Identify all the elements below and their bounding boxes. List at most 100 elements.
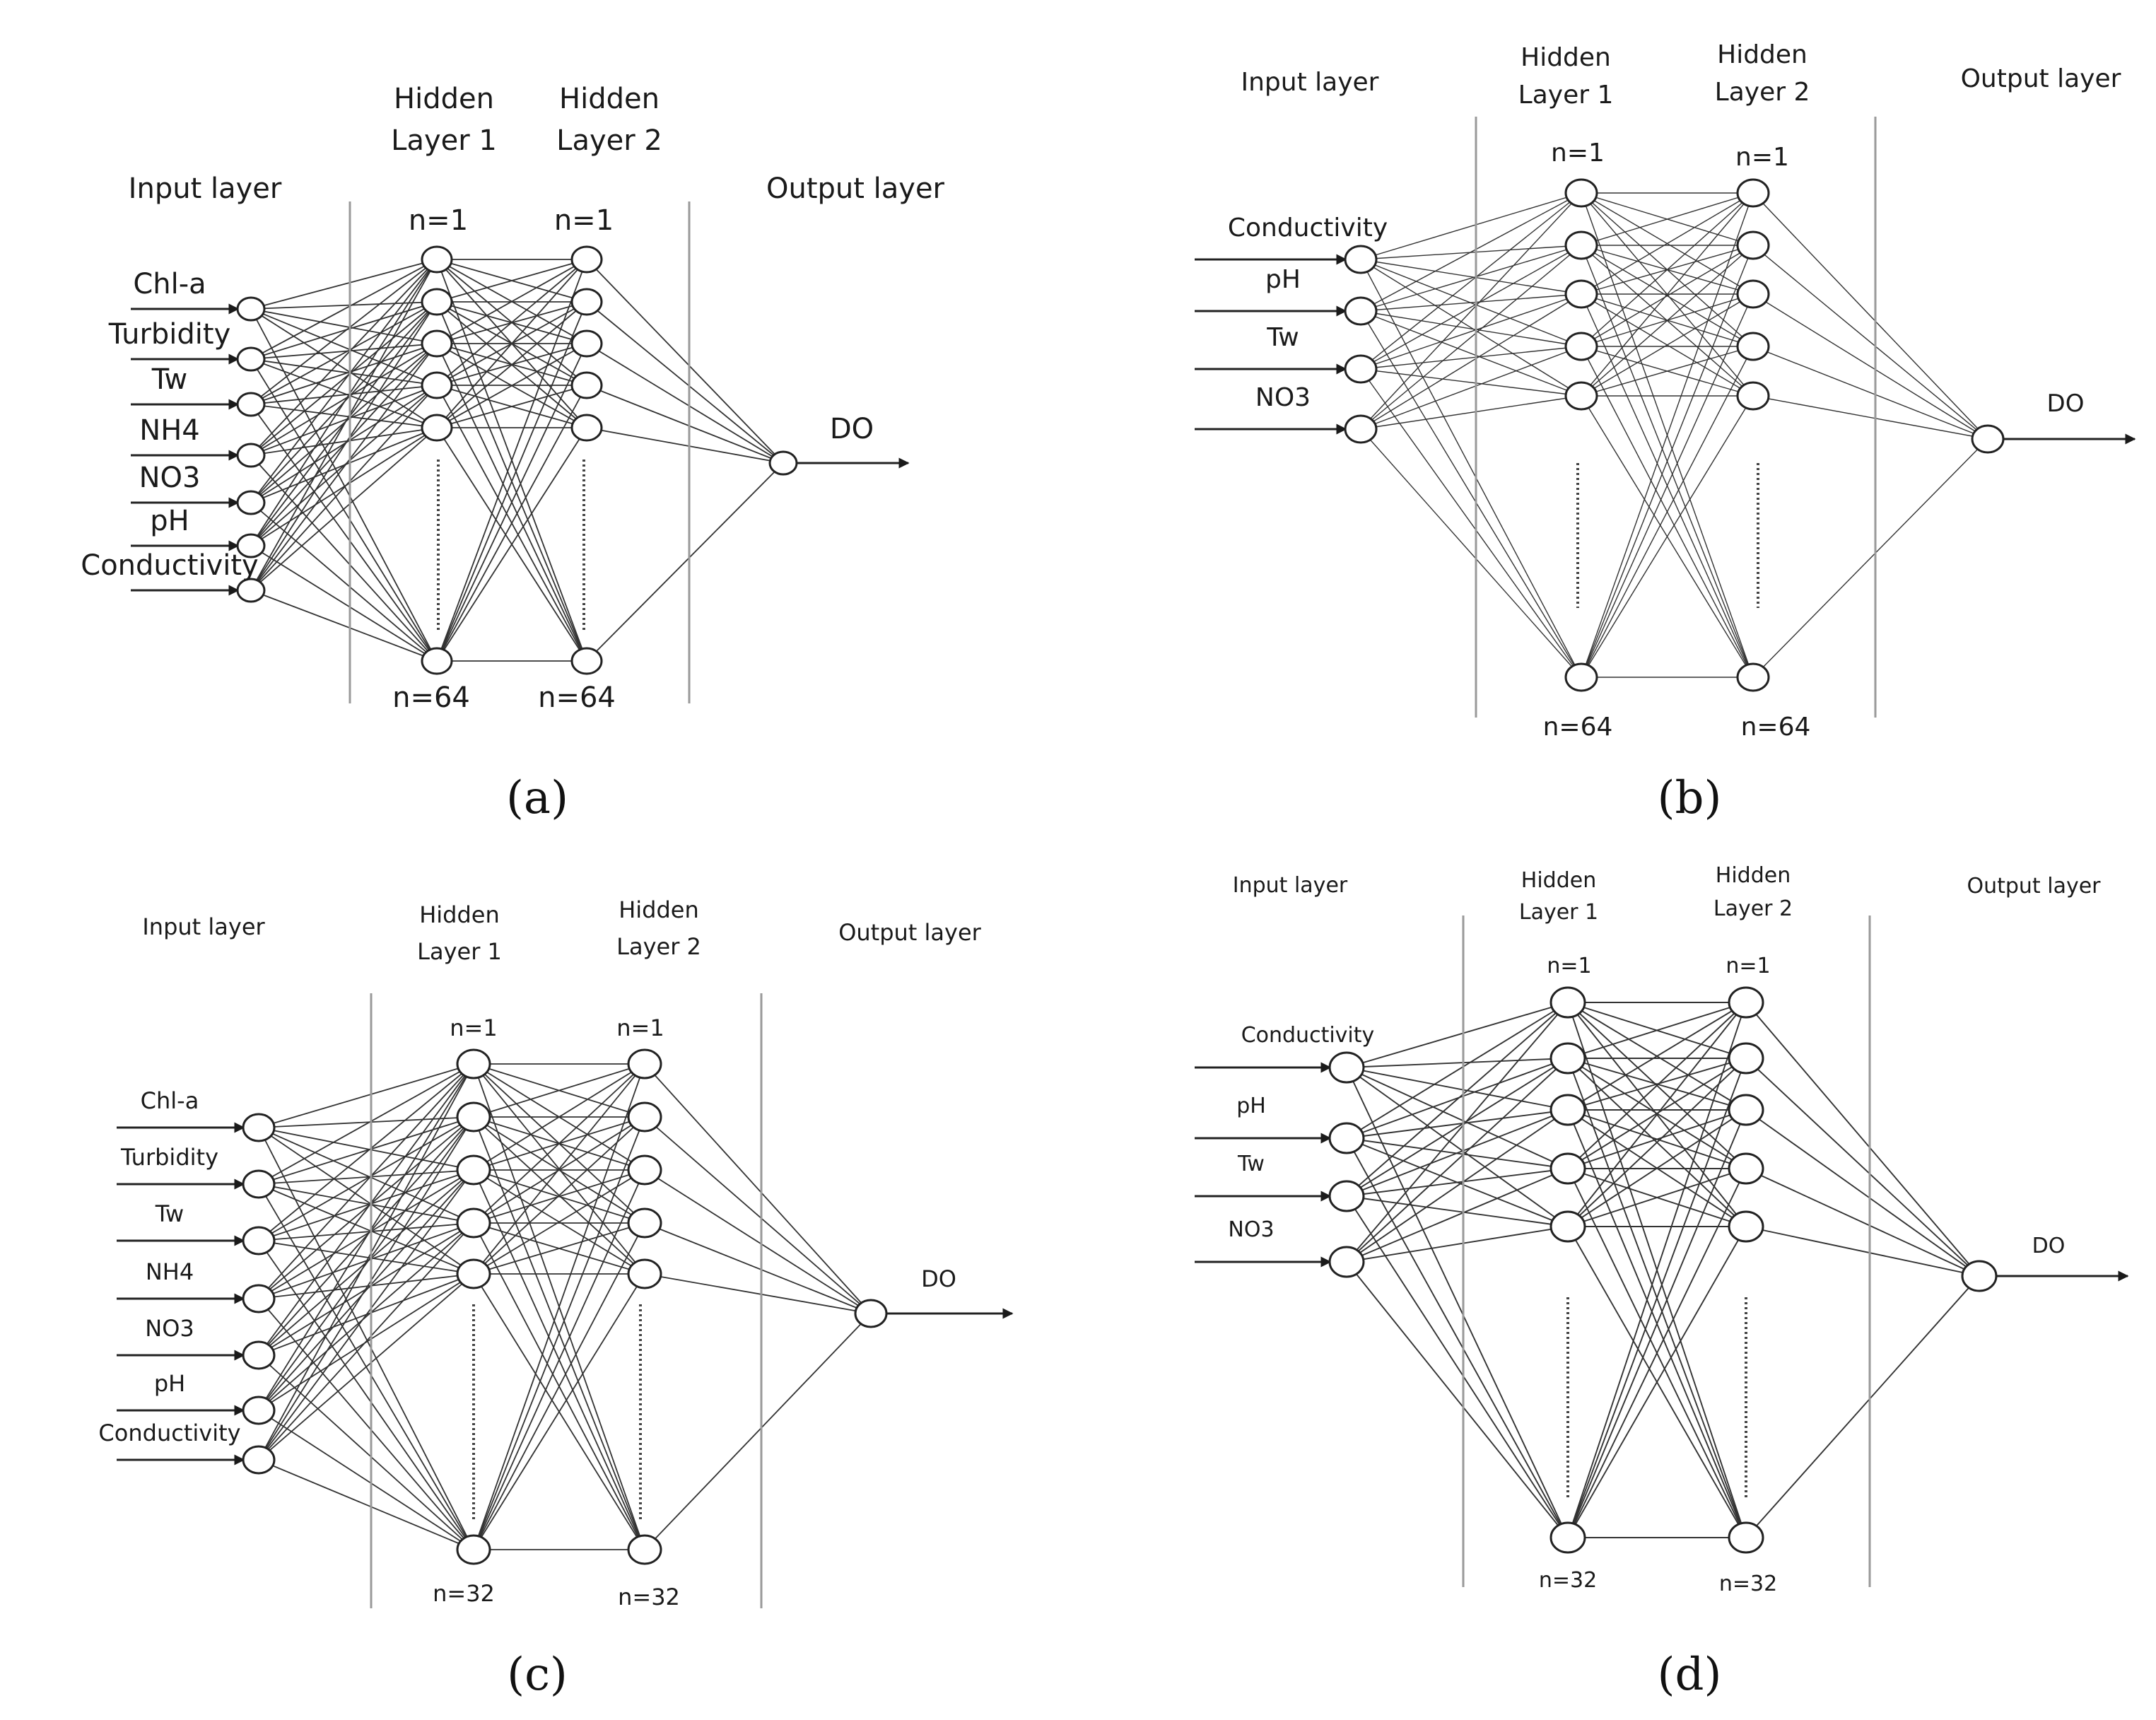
edge-input-hidden1 (258, 1183, 474, 1224)
hidden1-node (456, 1101, 491, 1133)
hidden2-node (1736, 662, 1770, 692)
edge-input-hidden1 (1360, 245, 1582, 370)
edge-input-hidden1 (250, 343, 438, 456)
edge-input-hidden1 (1360, 245, 1582, 312)
output-label: DO (921, 1265, 956, 1292)
edge-input-hidden1 (250, 385, 438, 405)
hidden2-node (1736, 178, 1770, 208)
input-node (236, 578, 266, 603)
edge-hidden1-hidden2 (436, 301, 587, 662)
hidden2-node (1728, 986, 1764, 1019)
panel-caption: (b) (1658, 772, 1722, 824)
input-node (242, 1169, 276, 1199)
edge-hidden1-hidden2 (473, 1063, 645, 1171)
edge-input-hidden1 (258, 1116, 474, 1461)
edge-input-hidden1 (250, 259, 438, 310)
output-label: DO (2032, 1234, 2066, 1258)
edge-input-hidden1 (258, 1063, 474, 1241)
edge-input-hidden1 (250, 427, 438, 591)
edge-input-hidden1 (1346, 1109, 1569, 1263)
edge-hidden2-output (1745, 1226, 1980, 1277)
edge-hidden1-hidden2 (1567, 1109, 1747, 1169)
hidden2-node (570, 245, 603, 274)
hidden2-node (627, 1154, 662, 1186)
edge-input-hidden1 (258, 1273, 474, 1461)
edge-input-hidden1 (250, 308, 438, 428)
edge-input-hidden1 (250, 259, 438, 591)
connections (250, 259, 784, 662)
input-label: NO3 (145, 1315, 194, 1342)
edge-input-hidden1 (1346, 1261, 1569, 1538)
edge-hidden1-hidden2 (1581, 293, 1754, 397)
hidden2-node (1728, 1210, 1764, 1243)
edge-hidden1-hidden2 (436, 385, 587, 662)
edge-input-hidden1 (1346, 1058, 1569, 1139)
hidden2-node (1728, 1094, 1764, 1126)
hidden-layer-1-heading: Hidden (419, 901, 500, 928)
hidden2-node (570, 414, 603, 442)
hidden1-node (456, 1048, 491, 1080)
output-layer-heading: Output layer (838, 919, 981, 946)
hidden1-bottom-label: n=64 (392, 681, 470, 714)
input-node (242, 1113, 276, 1142)
edge-hidden1-hidden2 (1581, 192, 1754, 397)
edge-hidden2-output (644, 1222, 872, 1314)
panel-caption: (c) (507, 1649, 568, 1701)
edge-hidden2-output (586, 259, 784, 464)
hidden2-node (1736, 332, 1770, 361)
hidden1-bottom-label: n=32 (1539, 1568, 1597, 1593)
hidden2-node (627, 1101, 662, 1133)
edge-input-hidden1 (1360, 428, 1582, 678)
edge-input-hidden1 (258, 1063, 474, 1128)
edge-hidden1-hidden2 (436, 259, 587, 386)
output-layer-heading: Output layer (1967, 874, 2101, 899)
edge-hidden2-output (586, 343, 784, 464)
input-layer-heading: Input layer (1233, 873, 1348, 898)
edge-hidden1-hidden2 (1567, 1002, 1747, 1111)
edge-input-hidden1 (258, 1459, 474, 1550)
hidden1-node (421, 371, 453, 399)
input-node (1344, 354, 1378, 384)
input-label: Chl-a (133, 268, 206, 300)
hidden-layer-1-heading: Layer 1 (391, 124, 497, 157)
hidden1-node (1564, 178, 1598, 208)
edge-hidden2-output (1752, 192, 1988, 440)
edge-input-hidden1 (1360, 259, 1582, 295)
hidden2-node (1728, 1042, 1764, 1075)
hidden1-node (1564, 279, 1598, 309)
edge-input-hidden1 (250, 301, 438, 456)
edge-hidden1-hidden2 (1567, 1002, 1747, 1059)
edge-input-hidden1 (1346, 1002, 1569, 1139)
edge-hidden2-output (644, 1273, 872, 1314)
hidden1-node (421, 329, 453, 358)
edge-hidden2-output (1752, 346, 1988, 440)
hidden1-node (1549, 1042, 1586, 1075)
input-label: Conductivity (1241, 1023, 1375, 1048)
hidden2-node (627, 1534, 662, 1565)
edge-input-hidden1 (1360, 310, 1582, 347)
input-label: Tw (1237, 1152, 1265, 1176)
edge-hidden1-hidden2 (473, 1273, 645, 1550)
edge-input-hidden1 (250, 301, 438, 591)
edge-input-hidden1 (258, 1273, 474, 1299)
edge-input-hidden1 (258, 1116, 474, 1185)
input-label: Turbidity (120, 1144, 218, 1171)
edge-input-hidden1 (1360, 368, 1582, 678)
input-label: NO3 (1255, 383, 1311, 412)
edge-hidden1-hidden2 (1567, 1109, 1747, 1538)
edge-input-hidden1 (258, 1063, 474, 1411)
hidden1-node (1564, 332, 1598, 361)
hidden2-node (570, 371, 603, 399)
connections (1360, 192, 1988, 678)
hidden1-node (1564, 662, 1598, 692)
edge-input-hidden1 (250, 308, 438, 344)
edge-hidden1-hidden2 (1581, 192, 1754, 347)
edge-hidden2-output (1752, 438, 1988, 678)
edge-hidden1-hidden2 (436, 385, 587, 428)
edge-hidden1-hidden2 (473, 1063, 645, 1224)
edge-input-hidden1 (250, 343, 438, 360)
hidden-layer-2-heading: Layer 2 (616, 933, 701, 960)
edge-input-hidden1 (1346, 1109, 1569, 1139)
edge-hidden1-hidden2 (436, 301, 587, 428)
edge-hidden2-output (586, 427, 784, 464)
